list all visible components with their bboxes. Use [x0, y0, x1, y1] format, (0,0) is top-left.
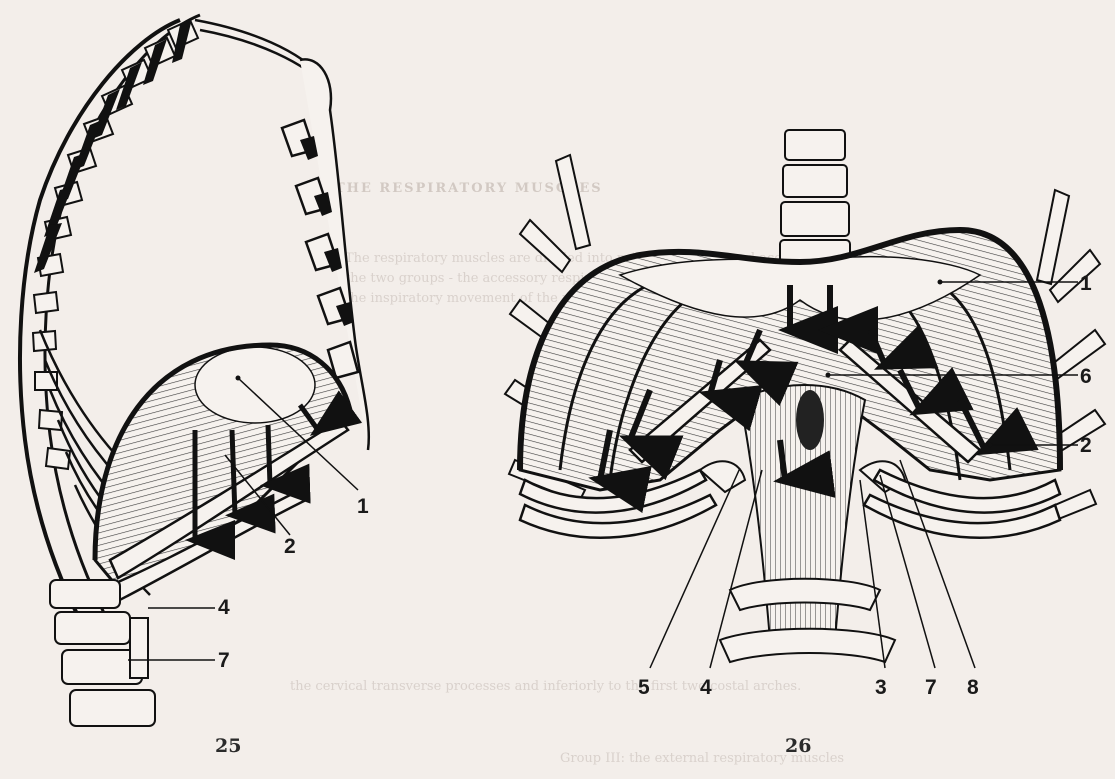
figure-26-anterior-view: 1 6 2 5 4 3 7 8 26 — [505, 130, 1105, 757]
label-7-fig25: 7 — [218, 649, 230, 672]
label-1-fig26: 1 — [1080, 272, 1092, 295]
label-3-fig26: 3 — [875, 676, 887, 699]
figure-26-caption: 26 — [785, 735, 811, 757]
label-4-fig25: 4 — [218, 596, 230, 619]
lumbar-vertebrae-25 — [50, 580, 155, 726]
label-5-fig26: 5 — [638, 676, 650, 699]
figure-25-lateral-view: 1 2 4 7 25 — [20, 15, 369, 757]
label-7-fig26: 7 — [925, 676, 937, 699]
label-8-fig26: 8 — [967, 676, 979, 699]
label-4-fig26: 4 — [700, 676, 712, 699]
bg-line: the cervical transverse processes and in… — [290, 679, 801, 694]
label-2-fig25: 2 — [284, 535, 296, 558]
label-2-fig26: 2 — [1080, 434, 1092, 457]
figure-25-caption: 25 — [215, 735, 241, 757]
thoracic-spine-26 — [780, 130, 850, 270]
label-6-fig26: 6 — [1080, 365, 1092, 388]
label-1-fig25: 1 — [357, 495, 369, 518]
